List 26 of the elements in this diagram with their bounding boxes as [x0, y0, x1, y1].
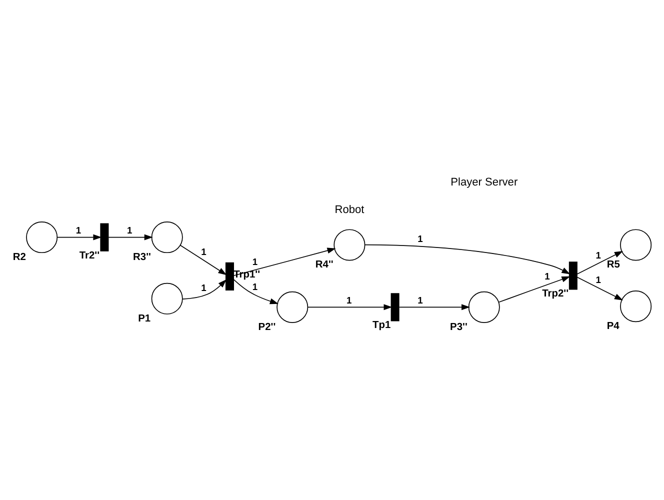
node-label: P3'': [450, 321, 468, 332]
edge-label: 1: [418, 295, 423, 306]
edge-label: 1: [346, 295, 352, 306]
edge-label: 1: [544, 271, 550, 282]
edge-label: 1: [201, 246, 206, 257]
label: Player Server: [450, 176, 518, 188]
node-label: R3'': [133, 251, 151, 262]
edge-label: 1: [127, 225, 132, 236]
node-label: R2: [12, 251, 26, 262]
node-label: P4: [606, 320, 620, 332]
edge-label: 1: [418, 234, 423, 244]
edge-label: 1: [596, 274, 601, 285]
node-label: P1: [138, 312, 151, 324]
node-label: Trp1'': [234, 269, 260, 280]
node-label: Tp1: [372, 320, 391, 331]
edge-label: 1: [201, 282, 206, 292]
edge-label: 1: [76, 225, 82, 236]
node-label: R5: [606, 259, 620, 270]
label: Robot: [334, 203, 364, 216]
edge-label: 1: [596, 250, 601, 260]
edge-label: 1: [252, 256, 258, 267]
node-label: Trp2'': [542, 288, 569, 300]
node-label: P2'': [258, 321, 276, 332]
node-label: R4'': [315, 259, 334, 270]
node-label: Tr2'': [79, 250, 100, 261]
edge-label: 1: [252, 281, 258, 292]
